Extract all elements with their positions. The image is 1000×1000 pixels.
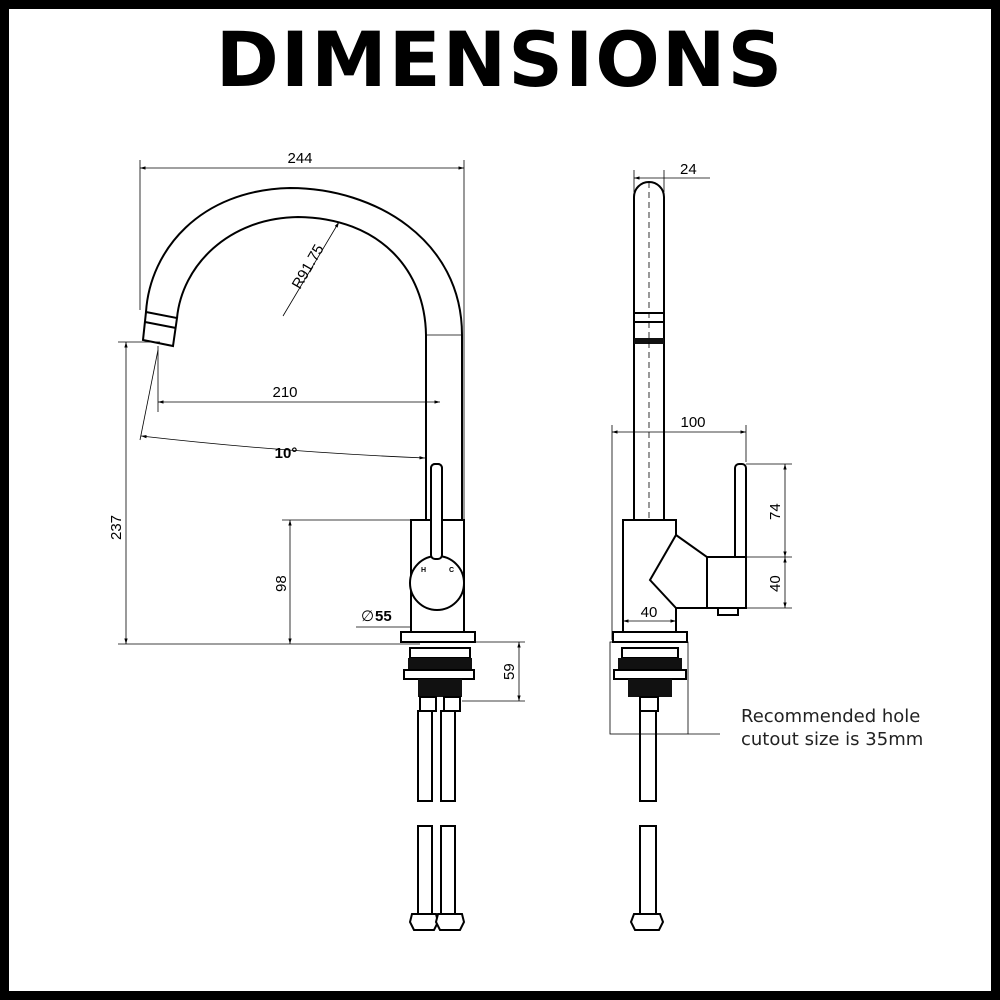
dim-total-height: 237 xyxy=(108,341,420,645)
hole-cutout-note: Recommended hole cutout size is 35mm xyxy=(741,705,981,751)
dim-base-diameter: ∅ 55 xyxy=(356,608,411,628)
svg-text:244: 244 xyxy=(287,150,312,167)
dim-body-height: 98 xyxy=(273,519,411,644)
svg-text:237: 237 xyxy=(108,515,125,540)
hot-mark: H xyxy=(421,567,426,574)
front-handle-dial xyxy=(409,555,465,611)
front-view: H C 244 xyxy=(108,150,525,931)
dim-body-width: 40 xyxy=(623,604,676,623)
svg-text:10°: 10° xyxy=(275,445,298,462)
dim-spout-diameter: 24 xyxy=(633,161,710,192)
svg-text:74: 74 xyxy=(767,503,784,520)
dim-handle-height: 74 xyxy=(746,463,792,558)
dim-handle-depth: 100 xyxy=(611,414,747,640)
svg-text:55: 55 xyxy=(375,608,392,625)
svg-text:98: 98 xyxy=(273,575,290,592)
dim-handle-body-height: 40 xyxy=(746,557,792,609)
dim-spout-angle: 10° xyxy=(139,349,426,462)
side-view: 24 100 74 40 40 xyxy=(609,161,792,931)
front-mounting xyxy=(400,631,476,931)
front-spout xyxy=(141,186,463,520)
dim-total-width: 244 xyxy=(139,150,465,520)
svg-text:24: 24 xyxy=(680,161,697,178)
side-handle xyxy=(648,463,747,616)
note-line-2: cutout size is 35mm xyxy=(741,729,924,750)
page-title: DIMENSIONS xyxy=(215,15,785,104)
dim-spout-radius: R91.75 xyxy=(282,221,340,317)
svg-text:59: 59 xyxy=(501,663,518,680)
svg-text:40: 40 xyxy=(641,604,658,621)
note-line-1: Recommended hole xyxy=(741,706,921,727)
svg-text:∅: ∅ xyxy=(361,608,374,625)
svg-text:R91.75: R91.75 xyxy=(289,242,328,292)
svg-text:100: 100 xyxy=(680,414,705,431)
svg-text:40: 40 xyxy=(767,575,784,592)
dim-spout-reach: 210 xyxy=(157,346,440,412)
svg-text:210: 210 xyxy=(272,384,297,401)
side-mounting xyxy=(609,631,720,931)
cold-mark: C xyxy=(449,567,454,574)
dim-shank-length: 59 xyxy=(462,641,525,702)
